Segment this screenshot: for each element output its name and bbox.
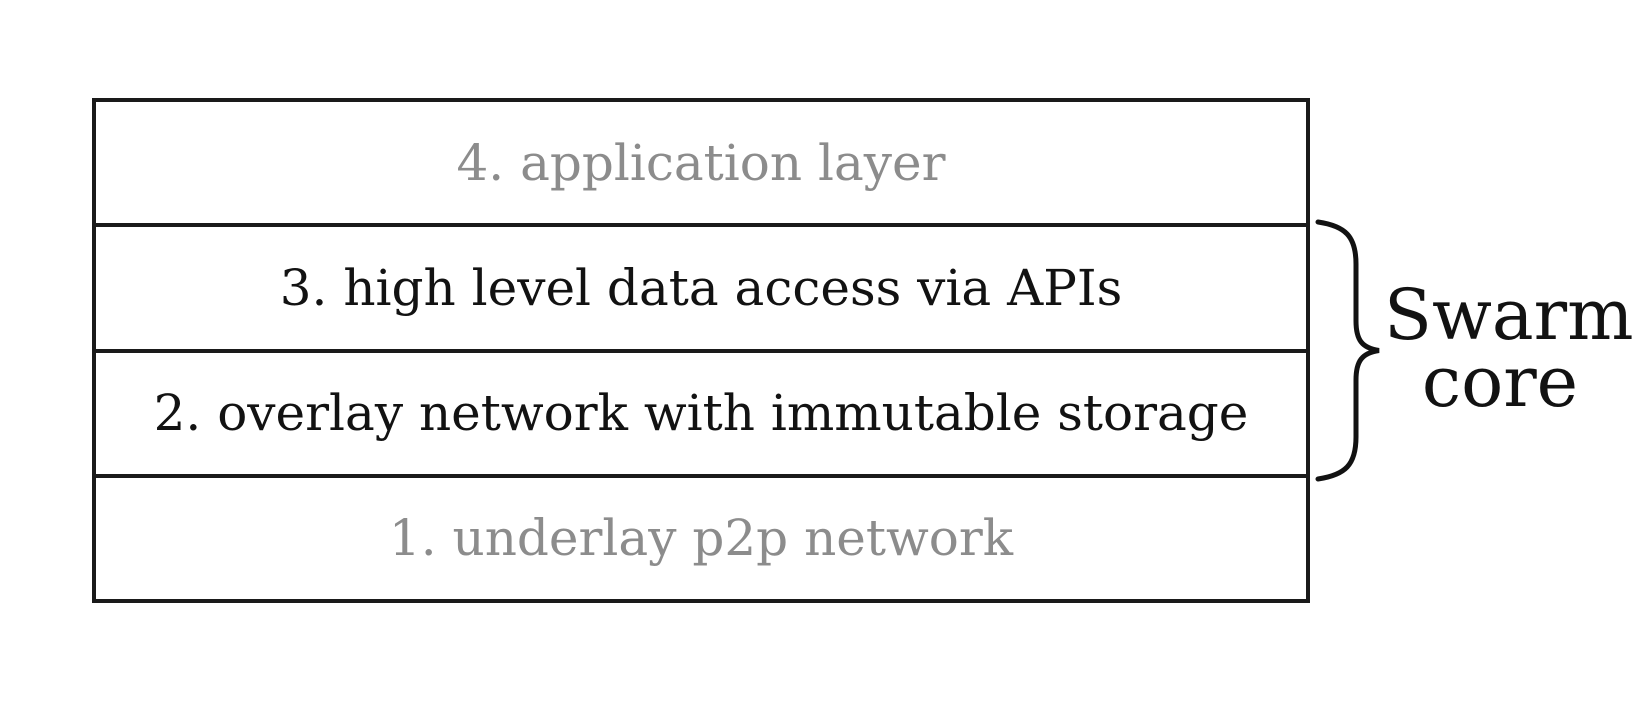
brace-label-swarm-core: Swarm core xyxy=(1384,274,1634,423)
layer-overlay-network: 2. overlay network with immutable storag… xyxy=(96,348,1306,474)
brace-label-line1: Swarm xyxy=(1384,274,1634,356)
brace-label-line2: core xyxy=(1421,340,1579,423)
layer-data-access-api: 3. high level data access via APIs xyxy=(96,223,1306,348)
layer-application: 4. application layer xyxy=(456,133,946,192)
layer-underlay-p2p: 1. underlay p2p network xyxy=(96,473,1306,599)
right-curly-brace-icon xyxy=(1315,219,1380,482)
layer-stack-box: 4. application layer 3. high level data … xyxy=(92,98,1310,603)
